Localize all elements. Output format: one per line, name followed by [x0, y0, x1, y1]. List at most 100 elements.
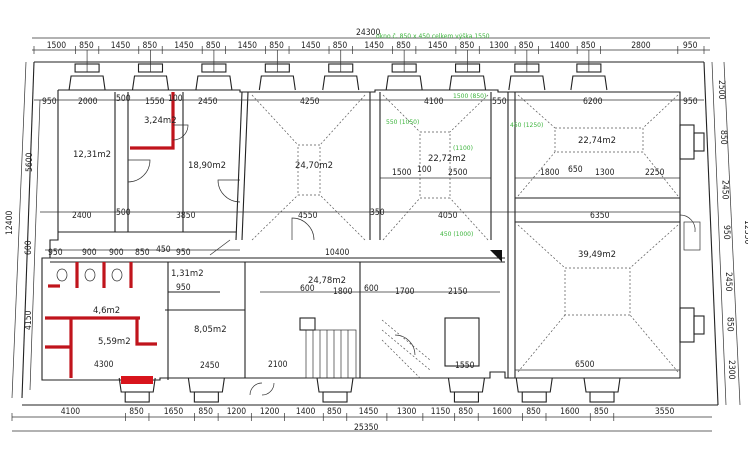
- dim-text: 600: [300, 284, 315, 294]
- dim-text: 950: [683, 97, 698, 107]
- room-area-label: 39,49m2: [578, 250, 616, 260]
- dim-text: 1700: [395, 287, 415, 297]
- dim-text: 1650: [164, 407, 184, 417]
- dim-text: 2100: [268, 360, 288, 370]
- window-note: okno č. 850 x 450 celkem výška 1550: [376, 33, 490, 40]
- dim-text: 350: [370, 208, 385, 218]
- dim-text: 950: [42, 97, 57, 107]
- dim-text: 1450: [428, 41, 448, 51]
- green-note: 450 (1250): [510, 122, 543, 129]
- room-area-label: 3,24m2: [144, 116, 177, 126]
- dim-text: 1500: [47, 41, 67, 51]
- dim-text: 2500: [448, 168, 468, 178]
- room-area-label: 4,6m2: [93, 306, 120, 316]
- bottom-total-dim: 25350: [354, 423, 378, 433]
- dim-text: 550: [492, 97, 507, 107]
- room-area-label: 24,78m2: [308, 276, 346, 286]
- left-dim-3: 4150: [24, 310, 34, 330]
- dim-text: 2300: [726, 360, 736, 380]
- dim-text: 450: [156, 245, 171, 255]
- dim-text: 950: [176, 248, 191, 258]
- dim-text: 4100: [61, 407, 81, 417]
- left-dim-1: 5600: [25, 152, 35, 172]
- dim-text: 850: [458, 407, 473, 417]
- dim-text: 850: [327, 407, 342, 417]
- red-block: [121, 376, 153, 384]
- dim-text: 2450: [723, 272, 733, 292]
- dim-text: 1450: [174, 41, 194, 51]
- dim-text: 2150: [448, 287, 468, 297]
- green-note: 450 (1000): [440, 231, 473, 238]
- dim-text: 2400: [72, 211, 92, 221]
- left-total-dim: 12400: [5, 211, 15, 235]
- dim-text: 500: [116, 208, 131, 218]
- dim-text: 850: [198, 407, 213, 417]
- dim-text: 850: [269, 41, 284, 51]
- inner-dimensions: 950 2000 500 1550 100 2450 4250 4100 550…: [34, 94, 704, 371]
- left-dim-2: 600: [24, 240, 34, 255]
- dim-text: 1450: [359, 407, 379, 417]
- dim-text: 850: [143, 41, 158, 51]
- dim-text: 6500: [575, 360, 595, 370]
- new-walls-red: [45, 92, 175, 384]
- left-dimension-chain: [11, 61, 41, 399]
- dim-text: 1450: [111, 41, 131, 51]
- dim-text: 1600: [492, 407, 512, 417]
- dim-text: 850: [718, 130, 728, 145]
- dim-text: 1150: [431, 407, 451, 417]
- dim-text: 850: [129, 407, 144, 417]
- dim-text: 850: [460, 41, 475, 51]
- room-labels: 12,31m2 3,24m2 18,90m2 24,70m2 22,72m2 2…: [73, 116, 616, 347]
- dim-text: 1400: [550, 41, 570, 51]
- room-area-label: 22,72m2: [428, 154, 466, 164]
- green-note: 1500 (850): [453, 93, 486, 100]
- ceiling-dashed-lines: [251, 94, 679, 373]
- dim-text: 850: [333, 41, 348, 51]
- dim-text: 1450: [238, 41, 258, 51]
- dim-text: 950: [721, 225, 731, 240]
- dim-text: 3850: [176, 211, 196, 221]
- dim-text: 1450: [364, 41, 384, 51]
- dim-text: 2250: [645, 168, 665, 178]
- dim-text: 1300: [595, 168, 615, 178]
- toilets: [56, 268, 123, 282]
- dim-text: 1200: [260, 407, 280, 417]
- dim-text: 850: [206, 41, 221, 51]
- dim-text: 850: [526, 407, 541, 417]
- dim-text: 4100: [424, 97, 444, 107]
- dim-text: 850: [724, 317, 734, 332]
- dim-text: 4250: [300, 97, 320, 107]
- dim-text: 1300: [397, 407, 417, 417]
- dim-text: 4550: [298, 211, 318, 221]
- green-notes: 1500 (850) 550 (1050) (1100) 450 (1250) …: [386, 93, 543, 238]
- dim-text: 2450: [720, 180, 730, 200]
- top-dimension-chain: 24300 okno č. 850 x 450 celkem výška 155…: [32, 28, 710, 54]
- dim-text: 950: [176, 283, 191, 293]
- dim-text: 1400: [296, 407, 316, 417]
- top-total-dim: 24300: [356, 28, 380, 38]
- window-niches-bottom: [118, 377, 621, 403]
- dim-text: 650: [568, 165, 583, 175]
- dim-text: 1200: [227, 407, 247, 417]
- room-area-label: 8,05m2: [194, 325, 227, 335]
- dim-text: 6350: [590, 211, 610, 221]
- room-area-label: 22,74m2: [578, 136, 616, 146]
- room-area-label: 24,70m2: [295, 161, 333, 171]
- dim-text: 850: [594, 407, 609, 417]
- window-niches-top: [68, 50, 608, 91]
- dim-text: 1550: [455, 361, 475, 371]
- dim-text: 100: [168, 94, 183, 104]
- dim-text: 2450: [200, 361, 220, 371]
- dim-text: 10400: [325, 248, 349, 258]
- dim-text: 850: [581, 41, 596, 51]
- green-note: (1100): [453, 145, 473, 152]
- dim-text: 2800: [631, 41, 651, 51]
- right-total-dim: 12350: [742, 220, 748, 244]
- dim-text: 1500: [392, 168, 412, 178]
- green-note: 550 (1050): [386, 119, 419, 126]
- bottom-dimension-chain: 25350 4100 850 1650 850 1200 1200 1400 850 1450 1…: [11, 407, 712, 433]
- dim-text: 950: [683, 41, 698, 51]
- dim-text: 1550: [145, 97, 165, 107]
- door-swings: [127, 124, 696, 396]
